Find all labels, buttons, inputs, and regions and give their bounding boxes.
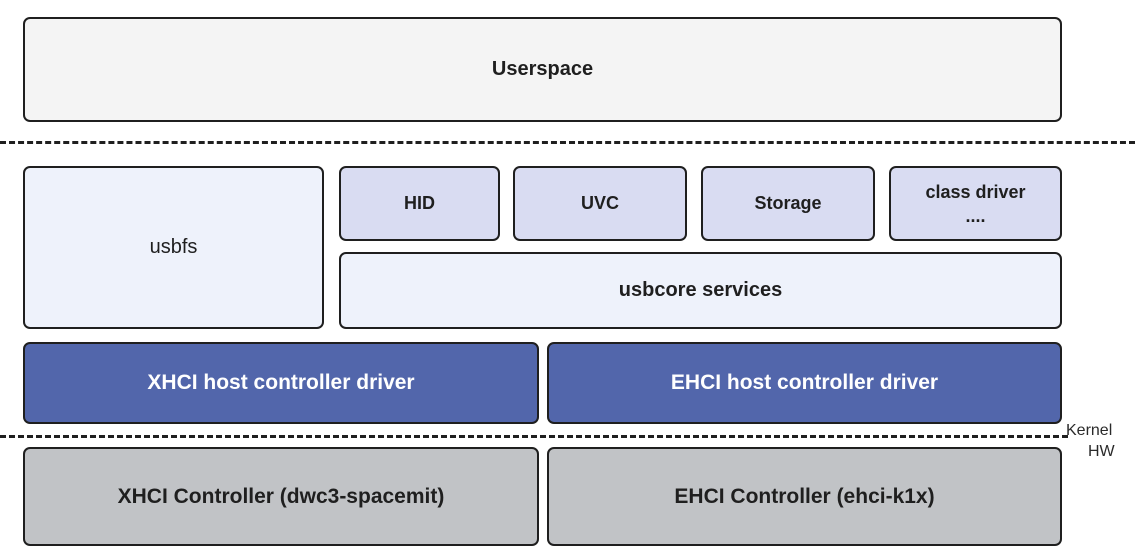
ehci-host-driver-block: EHCI host controller driver xyxy=(547,342,1062,424)
ehci-host-driver-label: EHCI host controller driver xyxy=(670,371,939,394)
ehci-controller-label: EHCI Controller (ehci-k1x) xyxy=(674,484,935,508)
storage-label: Storage xyxy=(754,193,822,213)
ehci-controller-block: EHCI Controller (ehci-k1x) xyxy=(547,447,1062,546)
class-driver-text: class driver .... xyxy=(925,180,1025,228)
usbcore-services-label: usbcore services xyxy=(618,279,783,301)
xhci-controller-label: XHCI Controller (dwc3-spacemit) xyxy=(117,484,445,508)
userspace-kernel-boundary xyxy=(0,141,1135,144)
xhci-host-driver-block: XHCI host controller driver xyxy=(23,342,539,424)
xhci-host-driver-label: XHCI host controller driver xyxy=(147,371,415,394)
xhci-controller-block: XHCI Controller (dwc3-spacemit) xyxy=(23,447,539,546)
kernel-hw-boundary xyxy=(0,435,1068,438)
usbfs-block: usbfs xyxy=(23,166,324,329)
uvc-label: UVC xyxy=(580,193,619,213)
userspace-label: Userspace xyxy=(491,58,594,80)
class-driver-block: class driver .... xyxy=(889,166,1062,241)
userspace-block: Userspace xyxy=(23,17,1062,122)
class-driver-label: class driver xyxy=(925,181,1026,202)
usbcore-services-block: usbcore services xyxy=(339,252,1062,329)
usbfs-label: usbfs xyxy=(149,236,198,258)
class-driver-ellipsis: .... xyxy=(965,205,986,226)
storage-block: Storage xyxy=(701,166,875,241)
hid-label: HID xyxy=(404,193,435,213)
hid-block: HID xyxy=(339,166,500,241)
hw-layer-label: HW xyxy=(1088,443,1115,460)
uvc-block: UVC xyxy=(513,166,687,241)
kernel-layer-label: Kernel xyxy=(1066,422,1113,439)
